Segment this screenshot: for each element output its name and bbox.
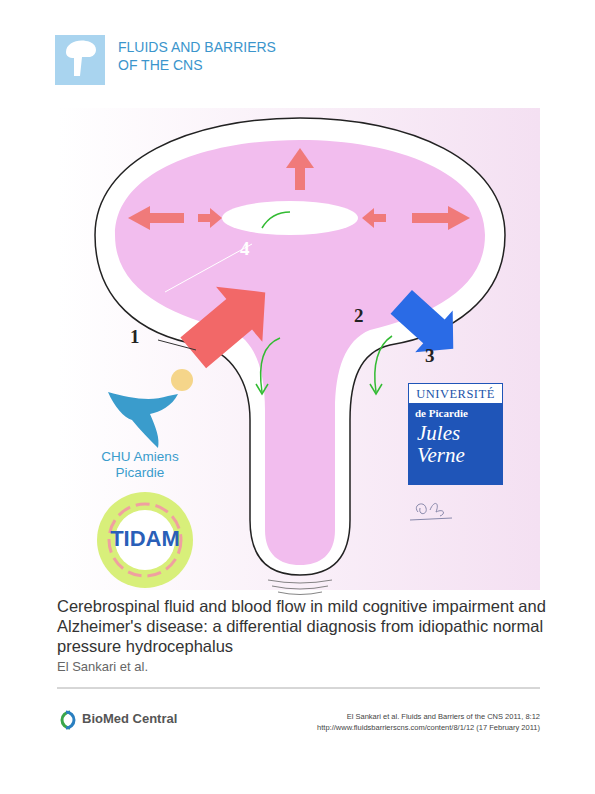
citation: El Sankari et al. Fluids and Barriers of… xyxy=(290,713,540,722)
brain-schematic xyxy=(95,118,505,595)
logo-text: de Picardie xyxy=(409,403,502,420)
callout-number: 4 xyxy=(240,238,250,260)
callout-number: 3 xyxy=(425,345,435,367)
article-title: Cerebrospinal fluid and blood flow in mi… xyxy=(57,597,547,656)
journal-name: FLUIDS AND BARRIERS OF THE CNS xyxy=(118,39,283,74)
citation-url: http://www.fluidsbarrierscns.com/content… xyxy=(250,724,540,733)
callout-number: 1 xyxy=(130,326,140,348)
callout-number: 2 xyxy=(354,305,364,327)
journal-logo xyxy=(55,35,105,85)
panel-background xyxy=(57,108,540,590)
logo-script: Jules Verne xyxy=(409,420,502,466)
publisher-name: BioMed Central xyxy=(82,712,177,727)
author-line: El Sankari et al. xyxy=(57,660,148,675)
logo-text: CHU Amiens Picardie xyxy=(85,449,195,481)
chu-logo-figure xyxy=(108,369,193,448)
logo-heading: UNIVERSITÉ xyxy=(409,384,502,403)
separator-rule xyxy=(57,688,540,689)
logo-text: TIDAM xyxy=(95,526,195,551)
university-logo-box: UNIVERSITÉde PicardieJules Verne xyxy=(408,383,503,485)
publisher-icon xyxy=(62,712,74,728)
